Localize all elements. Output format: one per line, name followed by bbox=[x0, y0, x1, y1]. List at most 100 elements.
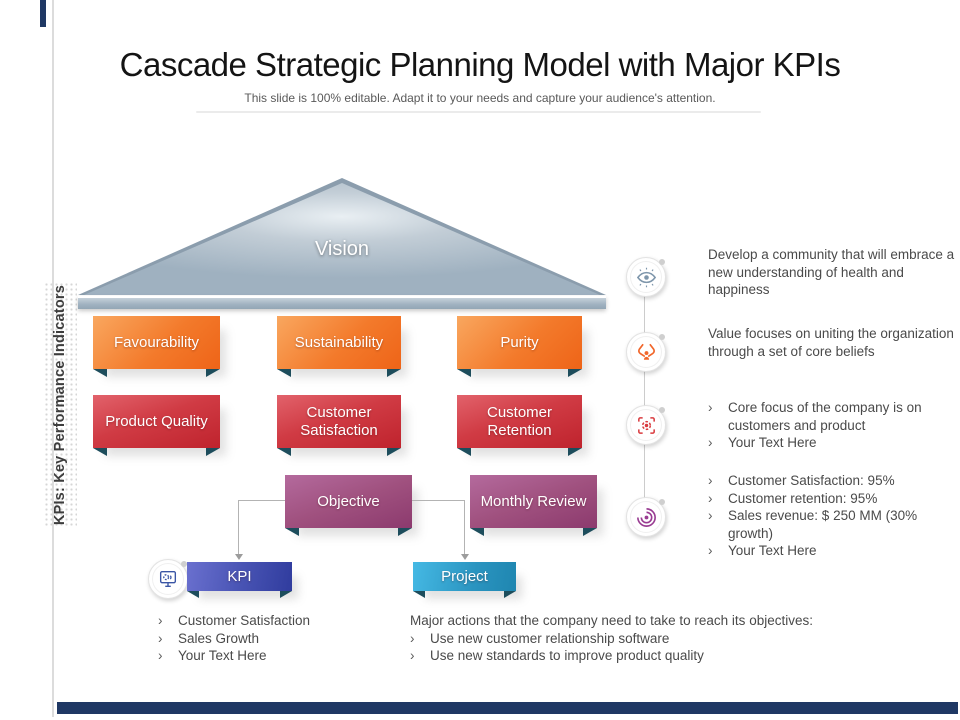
goals-list: Customer Satisfaction: 95% Customer rete… bbox=[708, 472, 958, 560]
list-item: Your Text Here bbox=[158, 647, 378, 665]
box-purity-label: Purity bbox=[500, 333, 539, 351]
box-purity: Purity bbox=[457, 316, 582, 377]
box-monthly-review-label: Monthly Review bbox=[480, 492, 587, 510]
target-spiral-icon bbox=[636, 507, 656, 527]
connector-objective-to-kpi bbox=[238, 500, 239, 554]
list-item-text: Customer Satisfaction bbox=[178, 613, 311, 628]
circle-pin-dot bbox=[659, 334, 665, 340]
list-item: Use new standards to improve product qua… bbox=[410, 647, 860, 665]
list-item-text: Your Text Here bbox=[728, 435, 817, 450]
eye-icon bbox=[636, 267, 656, 287]
list-item-text: Your Text Here bbox=[178, 648, 267, 663]
list-item-text: Sales revenue: $ 250 MM (30% growth) bbox=[728, 508, 918, 541]
kpi-side-label-text: KPIs: Key Performance Indicators bbox=[52, 284, 68, 526]
list-item: Customer retention: 95% bbox=[708, 490, 958, 508]
vision-description: Develop a community that will embrace a … bbox=[708, 247, 955, 297]
circle-pin-dot bbox=[659, 499, 665, 505]
box-project: Project bbox=[413, 562, 516, 598]
list-item: Use new customer relationship software bbox=[410, 630, 860, 648]
box-monthly-review: Monthly Review bbox=[470, 475, 597, 536]
list-item-text: Core focus of the company is on customer… bbox=[728, 400, 922, 433]
icon-rail-line bbox=[644, 277, 645, 516]
ribbon-notch bbox=[280, 591, 292, 598]
list-item: Your Text Here bbox=[708, 434, 958, 452]
list-item: Your Text Here bbox=[708, 542, 958, 560]
box-product-quality-label: Product Quality bbox=[105, 412, 208, 430]
vision-label: Vision bbox=[314, 238, 370, 260]
ribbon-notch bbox=[277, 448, 291, 456]
box-project-label: Project bbox=[441, 567, 488, 585]
list-item-text: Sales Growth bbox=[178, 630, 260, 646]
list-item: Customer Satisfaction: 95% bbox=[708, 472, 958, 490]
roof-base-bar bbox=[78, 296, 606, 309]
core-focus-icon-circle bbox=[626, 405, 666, 445]
list-item: Customer Satisfaction bbox=[158, 612, 378, 630]
box-product-quality: Product Quality bbox=[93, 395, 220, 456]
ribbon-notch bbox=[187, 591, 199, 598]
box-kpi: KPI bbox=[187, 562, 292, 598]
ribbon-notch bbox=[568, 448, 582, 456]
kpi-side-label: KPIs: Key Performance Indicators bbox=[40, 282, 80, 528]
ribbon-notch bbox=[457, 448, 471, 456]
kpi-badge-circle bbox=[148, 559, 188, 599]
list-item: Core focus of the company is on customer… bbox=[708, 399, 958, 434]
ribbon-notch bbox=[583, 528, 597, 536]
box-customer-retention-label: Customer Retention bbox=[486, 403, 553, 439]
ribbon-notch bbox=[470, 528, 484, 536]
vision-icon-circle bbox=[626, 257, 666, 297]
arrow-down-icon bbox=[461, 554, 469, 560]
ribbon-notch bbox=[93, 448, 107, 456]
box-customer-satisfaction: Customer Satisfaction bbox=[277, 395, 401, 456]
circle-pin-dot bbox=[659, 407, 665, 413]
vision-roof-shape bbox=[78, 178, 606, 295]
box-sustainability-label: Sustainability bbox=[294, 333, 384, 351]
circle-pin-dot bbox=[181, 561, 187, 567]
list-item: Sales revenue: $ 250 MM (30% growth) bbox=[708, 507, 958, 542]
box-objective-label: Objective bbox=[317, 492, 380, 510]
goals-icon-circle bbox=[626, 497, 666, 537]
core-focus-list: Core focus of the company is on customer… bbox=[708, 399, 958, 452]
list-item-text: Your Text Here bbox=[728, 543, 817, 558]
connector-objective-to-kpi bbox=[238, 500, 285, 501]
ribbon-notch bbox=[398, 528, 412, 536]
community-hands-icon bbox=[637, 343, 655, 360]
connector-objective-to-project bbox=[464, 500, 465, 554]
list-item: Sales Growth bbox=[158, 630, 378, 648]
ribbon-notch bbox=[504, 591, 516, 598]
project-actions-block: Major actions that the company need to t… bbox=[410, 612, 860, 665]
box-favourability-label: Favourability bbox=[113, 333, 200, 351]
monitor-gear-icon bbox=[159, 570, 177, 588]
list-item-text: Use new customer relationship software bbox=[430, 630, 670, 646]
header-divider bbox=[196, 111, 761, 113]
ribbon-notch bbox=[387, 448, 401, 456]
box-sustainability: Sustainability bbox=[277, 316, 401, 377]
ribbon-notch bbox=[568, 369, 582, 377]
ribbon-notch bbox=[457, 369, 471, 377]
box-customer-retention: Customer Retention bbox=[457, 395, 582, 456]
kpi-side-dotted-strip bbox=[44, 282, 77, 528]
top-left-accent-bar bbox=[40, 0, 46, 27]
page-title: Cascade Strategic Planning Model with Ma… bbox=[119, 46, 841, 83]
arrow-down-icon bbox=[235, 554, 243, 560]
list-item-text: Customer Satisfaction: 95% bbox=[728, 473, 895, 488]
ribbon-notch bbox=[93, 369, 107, 377]
focus-gear-icon bbox=[637, 416, 655, 434]
ribbon-notch bbox=[285, 528, 299, 536]
box-favourability: Favourability bbox=[93, 316, 220, 377]
values-icon-circle bbox=[626, 332, 666, 372]
kpi-bullet-list: Customer Satisfaction Sales Growth Your … bbox=[158, 612, 378, 665]
project-actions-heading: Major actions that the company need to t… bbox=[410, 613, 813, 628]
circle-pin-dot bbox=[659, 259, 665, 265]
page-subtitle: This slide is 100% editable. Adapt it to… bbox=[244, 91, 716, 105]
ribbon-notch bbox=[413, 591, 425, 598]
ribbon-notch bbox=[206, 369, 220, 377]
connector-objective-to-project bbox=[412, 500, 464, 501]
ribbon-notch bbox=[206, 448, 220, 456]
list-item-text: Use new standards to improve product qua… bbox=[430, 648, 704, 663]
box-objective: Objective bbox=[285, 475, 412, 536]
values-description: Value focuses on uniting the organizatio… bbox=[708, 326, 954, 359]
bottom-accent-bar bbox=[57, 702, 958, 714]
ribbon-notch bbox=[277, 369, 291, 377]
ribbon-notch bbox=[387, 369, 401, 377]
